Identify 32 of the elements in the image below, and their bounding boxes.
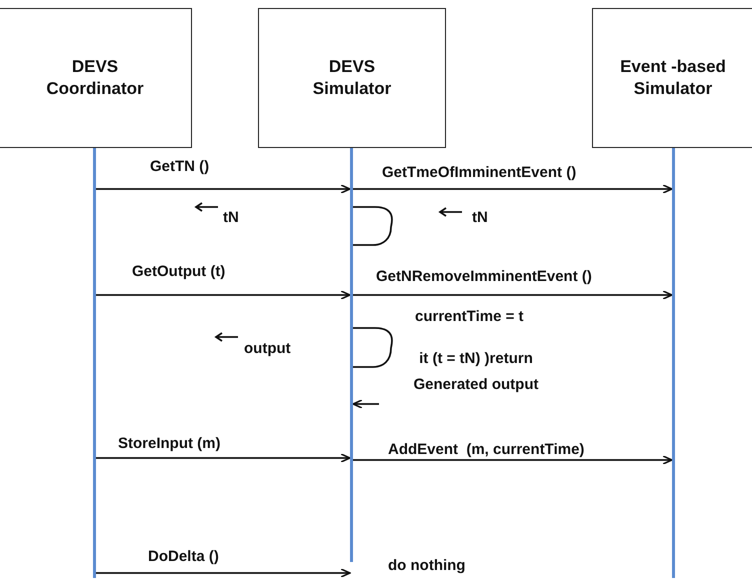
participant-name: DEVS Simulator: [312, 56, 392, 100]
self-call-loop: [353, 327, 393, 368]
lifeline: [93, 148, 96, 578]
lifeline-header-box: [0, 8, 192, 148]
note-text: output: [244, 340, 291, 358]
message-arrow: [96, 184, 351, 194]
participant-name: DEVS Coordinator: [45, 56, 145, 100]
message-label: DoDelta (): [148, 548, 219, 566]
note-text: tN: [472, 209, 488, 227]
self-call-loop: [353, 206, 393, 246]
lifeline: [672, 148, 675, 578]
message-arrow: [96, 568, 351, 578]
lifeline-header-box: [258, 8, 446, 148]
message-label: GetNRemoveImminentEvent (): [376, 268, 592, 286]
note-text: do nothing: [388, 557, 466, 575]
message-label: GetTmeOfImminentEvent (): [382, 164, 576, 182]
message-label: GetOutput (t): [132, 263, 226, 281]
message-arrow: [353, 455, 673, 465]
message-label: GetTN (): [150, 158, 210, 176]
message-arrow: [352, 399, 379, 409]
message-label: StoreInput (m): [118, 435, 220, 453]
message-arrow: [353, 184, 673, 194]
note-text: currentTime = t: [415, 308, 524, 326]
participant-name: Event -based Simulator: [619, 56, 727, 100]
lifeline: [350, 148, 353, 562]
message-arrow: [353, 290, 673, 300]
message-arrow: [96, 290, 351, 300]
lifeline-header-box: [592, 8, 752, 148]
message-label: AddEvent (m, currentTime): [388, 441, 584, 459]
note-text: tN: [223, 209, 239, 227]
message-arrow: [96, 453, 351, 463]
note-text: it (t = tN) )return Generated output: [412, 349, 540, 396]
